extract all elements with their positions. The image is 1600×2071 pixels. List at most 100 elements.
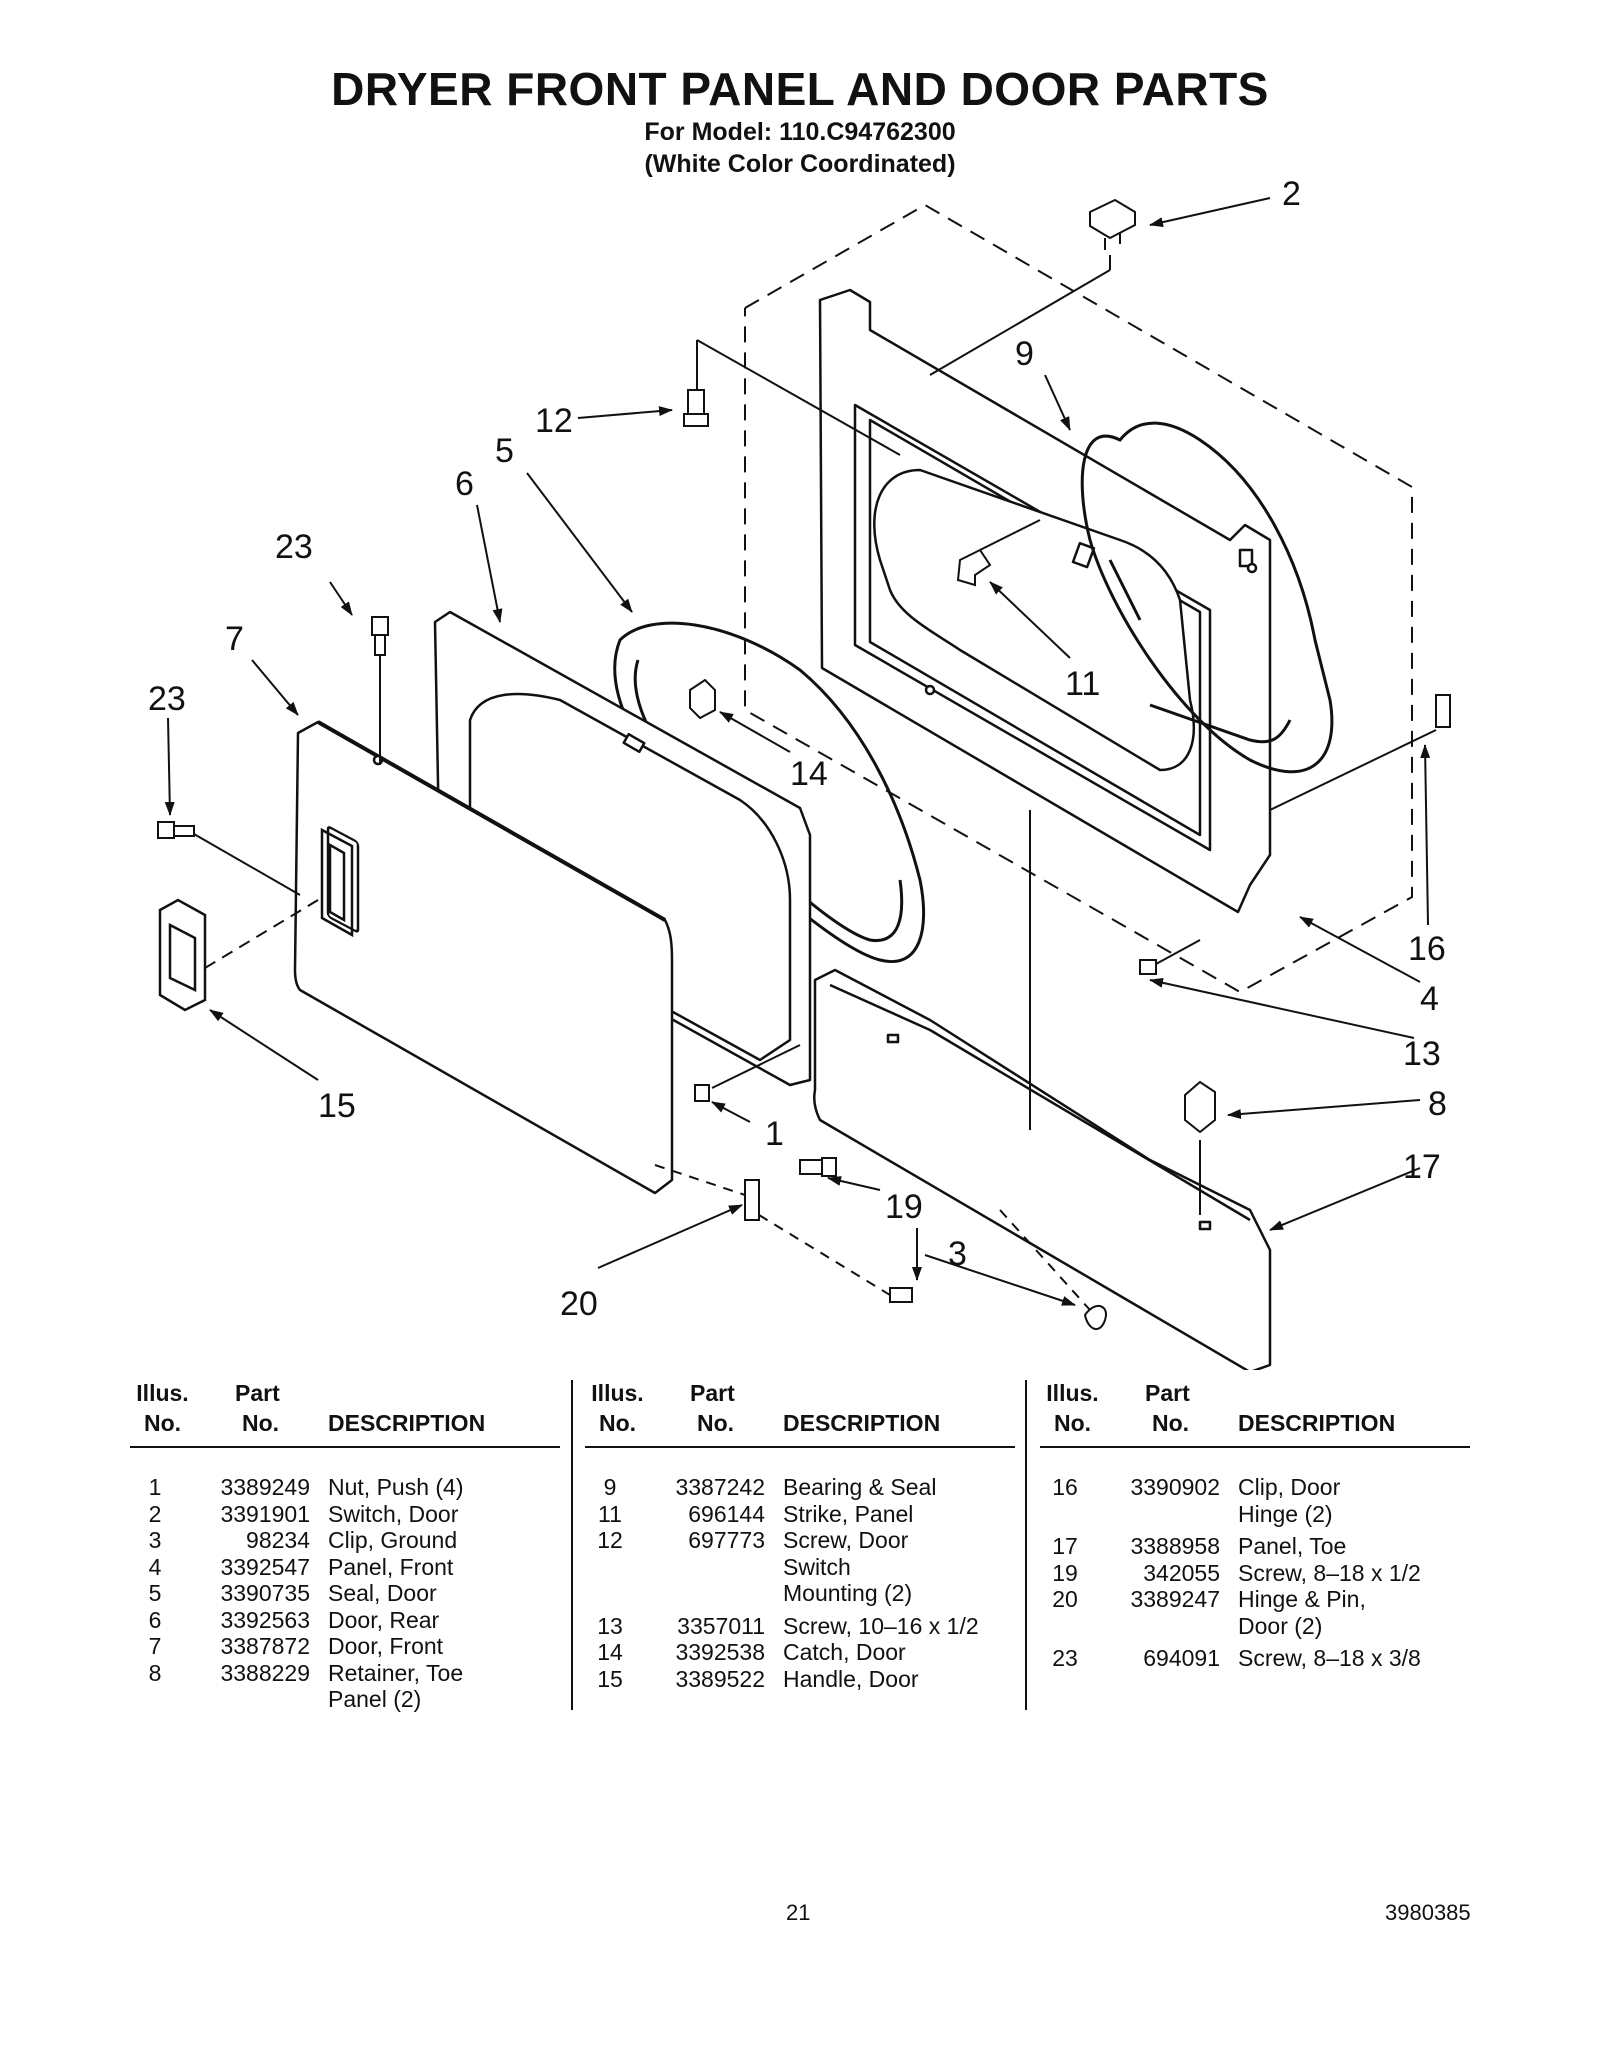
header-illus: Illus. [136, 1380, 189, 1406]
part-no: 3389247 [1130, 1586, 1220, 1612]
description: Screw, 8–18 x 3/8 [1238, 1645, 1421, 1671]
description: Panel, Front [328, 1553, 454, 1580]
description: Door, Rear [328, 1606, 440, 1633]
description: Switch, Door [328, 1500, 459, 1527]
illus-no: 20 [1052, 1586, 1078, 1612]
illus-no: 7 [148, 1633, 162, 1659]
table-row: Panel (2) [130, 1686, 560, 1713]
part-no: 342055 [1143, 1559, 1220, 1586]
exploded-parts-diagram: 2 9 12 5 6 23 7 23 11 14 16 4 13 8 17 1 … [148, 175, 1451, 1370]
door-switch [1089, 198, 1136, 250]
callout-11: 11 [1065, 665, 1100, 703]
table-row: 19 342055 Screw, 8–18 x 1/2 [1040, 1560, 1470, 1587]
description: Hinge (2) [1238, 1500, 1333, 1527]
leader-arrows [164, 197, 1431, 1306]
callout-15: 15 [318, 1087, 356, 1125]
callout-6: 6 [455, 465, 474, 503]
part-no: 3387242 [675, 1474, 765, 1500]
description: Panel (2) [328, 1686, 422, 1712]
description: Catch, Door [783, 1639, 906, 1665]
description: Door (2) [1238, 1612, 1323, 1639]
illus-no: 13 [597, 1612, 623, 1639]
description: Clip, Ground [328, 1527, 458, 1553]
illus-no: 3 [148, 1527, 162, 1553]
description: Clip, Door [1238, 1474, 1341, 1500]
column-divider [571, 1380, 573, 1710]
header-illus: Illus. [591, 1380, 644, 1406]
description: Strike, Panel [783, 1500, 914, 1527]
table-row: 9 3387242 Bearing & Seal [585, 1474, 1015, 1501]
description: Screw, 10–16 x 1/2 [783, 1612, 979, 1639]
illus-no: 6 [148, 1606, 162, 1633]
description: Screw, 8–18 x 1/2 [1238, 1559, 1421, 1586]
screw-23-top [371, 616, 389, 656]
table-row: Door (2) [1040, 1613, 1470, 1640]
callout-1: 1 [765, 1115, 784, 1153]
header-part-no: No. [1152, 1410, 1190, 1436]
part-no: 696144 [688, 1500, 765, 1527]
part-no: 3389522 [675, 1665, 765, 1692]
callout-19: 19 [885, 1188, 923, 1226]
illus-no: 5 [148, 1580, 162, 1606]
description: Mounting (2) [783, 1580, 913, 1606]
illus-no: 23 [1052, 1645, 1078, 1671]
part-no: 98234 [246, 1527, 310, 1553]
illus-no: 17 [1052, 1533, 1078, 1559]
header-part: Part [690, 1380, 735, 1406]
rear-door [433, 610, 812, 1087]
illus-no: 1 [148, 1474, 162, 1500]
callout-14: 14 [790, 755, 828, 793]
header-part: Part [1145, 1380, 1190, 1406]
door-hinge-clip [1435, 694, 1451, 728]
header-description: DESCRIPTION [783, 1410, 941, 1436]
push-nut [694, 1084, 710, 1102]
description: Hinge & Pin, [1238, 1586, 1366, 1612]
callout-23-top: 23 [275, 528, 313, 566]
callout-20: 20 [560, 1285, 598, 1323]
callout-5: 5 [495, 432, 514, 470]
table-rows: 9 3387242 Bearing & Seal 11 696144 Strike, Pa… [585, 1474, 1015, 1692]
illus-no: 9 [603, 1474, 617, 1500]
illus-no: 19 [1052, 1559, 1078, 1586]
illus-no: 4 [148, 1553, 162, 1580]
door-handle-slot [320, 827, 354, 938]
callout-labels: 2 9 12 5 6 23 7 23 11 14 16 4 13 8 17 1 … [148, 175, 1447, 1323]
ground-clip [1083, 1305, 1107, 1330]
table-row: Hinge (2) [1040, 1501, 1470, 1528]
table-row: Mounting (2) [585, 1580, 1015, 1607]
part-no: 3357011 [677, 1612, 765, 1639]
callout-13: 13 [1403, 1035, 1441, 1073]
model-line: For Model: 110.C94762300 [644, 118, 956, 146]
description: Switch [783, 1553, 851, 1580]
description: Bearing & Seal [783, 1474, 937, 1500]
color-line: (White Color Coordinated) [644, 150, 956, 178]
callout-9: 9 [1015, 335, 1034, 373]
document-number: 3980385 [1385, 1900, 1471, 1925]
part-no: 3388958 [1130, 1533, 1220, 1559]
part-no: 3390735 [220, 1580, 310, 1606]
door-handle [158, 898, 207, 1012]
page-title: DRYER FRONT PANEL AND DOOR PARTS [331, 63, 1269, 115]
callout-8: 8 [1428, 1085, 1447, 1123]
table-row: Switch [585, 1554, 1015, 1581]
callout-4: 4 [1420, 980, 1439, 1018]
part-no: 3391901 [220, 1500, 310, 1527]
toe-retainer [1184, 1080, 1216, 1134]
callout-16: 16 [1408, 930, 1446, 968]
illus-no: 11 [598, 1500, 622, 1527]
header-part-no: No. [697, 1410, 735, 1436]
table-row: 3 98234 Clip, Ground [130, 1527, 560, 1554]
